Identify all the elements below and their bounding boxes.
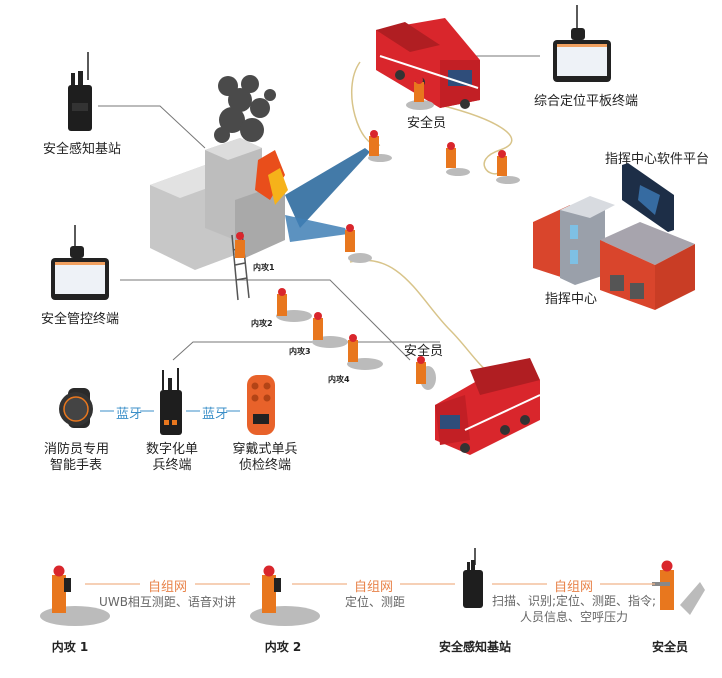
- gas-detector-device: [247, 375, 275, 435]
- tablet-device-mid: [51, 225, 109, 300]
- label-radio-terminal: 数字化单 兵终端: [140, 442, 204, 474]
- mesh-desc-1: UWB相互测距、语音对讲: [99, 595, 236, 609]
- mesh-title-1: 自组网: [147, 580, 187, 595]
- label-smartwatch-line2: 智能手表: [49, 458, 102, 473]
- mesh-desc-3: 扫描、识别;定位、测距、指令; 人员信息、空呼压力: [488, 593, 660, 625]
- label-positioning-tablet: 综合定位平板终端: [534, 94, 639, 109]
- label-detector-line1: 穿戴式单兵: [232, 442, 298, 457]
- label-attack-4: 内攻4: [328, 375, 350, 384]
- ladder: [231, 231, 250, 301]
- command-software-screen: [622, 163, 674, 232]
- mesh-desc-2: 定位、测距: [344, 595, 405, 609]
- mesh-title-2: 自组网: [353, 580, 393, 595]
- chain-graphics: [40, 548, 705, 626]
- mesh-title-3: 自组网: [553, 580, 593, 595]
- label-detector-line2: 侦检终端: [238, 458, 291, 473]
- label-attack-2: 内攻2: [251, 319, 273, 328]
- water-jet-upper: [285, 148, 370, 228]
- hose-bottom: [349, 259, 501, 381]
- label-attack-3: 内攻3: [289, 347, 311, 356]
- fire-truck-bottom: [435, 358, 541, 455]
- label-command-software: 指挥中心软件平台: [605, 152, 710, 167]
- label-detector: 穿戴式单兵 侦检终端: [230, 442, 300, 474]
- label-bluetooth-2: 蓝牙: [202, 407, 229, 422]
- fire-truck-top: [376, 18, 480, 109]
- label-smartwatch: 消防员专用 智能手表: [44, 442, 110, 474]
- smartwatch-device: [59, 388, 93, 428]
- label-base-station: 安全感知基站: [43, 142, 122, 157]
- label-safety-officer-mid: 安全员: [404, 344, 444, 359]
- radio-device: [160, 368, 182, 435]
- label-smartwatch-line1: 消防员专用: [44, 442, 110, 457]
- chain-node-safety-officer: 安全员: [651, 640, 688, 654]
- base-station-device-top: [68, 52, 92, 131]
- chain-node-attack-1: 内攻 1: [51, 640, 89, 654]
- firefighters-scene: [235, 76, 520, 390]
- label-bluetooth-1: 蓝牙: [116, 407, 143, 422]
- label-command-center: 指挥中心: [545, 292, 598, 307]
- mesh-desc-3-line2: 人员信息、空呼压力: [519, 610, 628, 624]
- label-radio-line1: 数字化单: [145, 442, 198, 457]
- label-safety-officer-top: 安全员: [407, 116, 447, 131]
- chain-node-base-station: 安全感知基站: [438, 640, 511, 654]
- leader-line-base-station: [98, 105, 206, 149]
- burning-building: [150, 138, 288, 270]
- mesh-desc-3-line1: 扫描、识别;定位、测距、指令;: [491, 594, 657, 608]
- leader-line-terminal: [120, 279, 411, 361]
- label-radio-line2: 兵终端: [152, 458, 192, 473]
- command-center-building: [533, 196, 695, 310]
- label-safety-terminal: 安全管控终端: [41, 312, 120, 327]
- tablet-device-top: [553, 5, 611, 82]
- water-jet-lower: [285, 215, 348, 242]
- label-attack-1: 内攻1: [253, 263, 275, 272]
- smoke: [214, 75, 276, 143]
- chain-node-attack-2: 内攻 2: [264, 640, 302, 654]
